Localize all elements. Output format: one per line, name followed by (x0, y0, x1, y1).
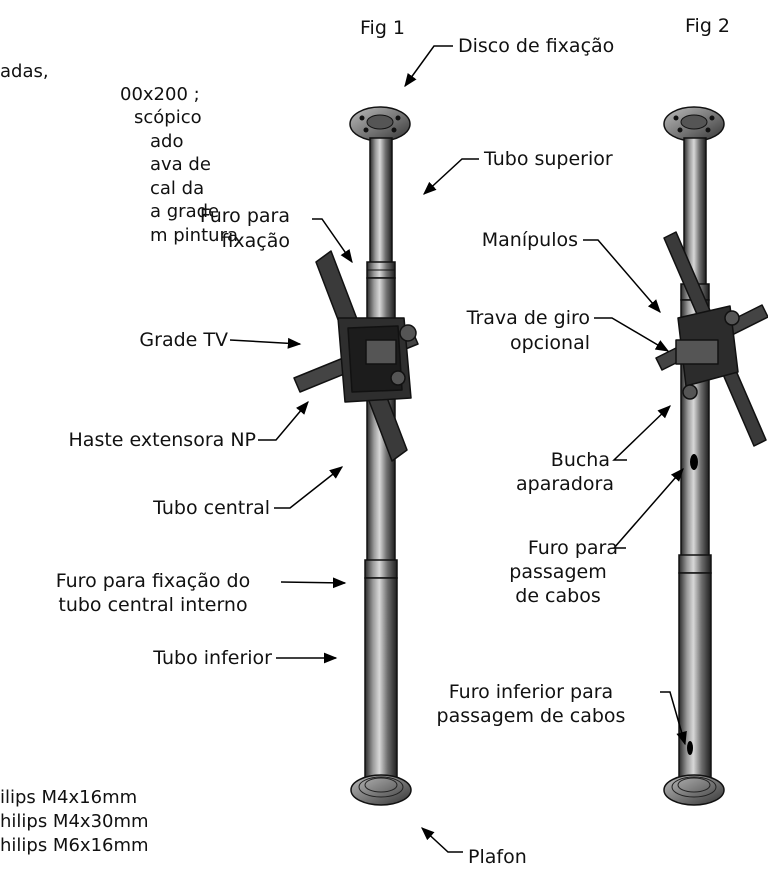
label-grade-tv: Grade TV (139, 329, 228, 351)
label-bucha-aparadora: Bucha aparadora (500, 448, 630, 496)
fragment-line: m pintura (150, 225, 238, 246)
label-tubo-central: Tubo central (153, 497, 270, 519)
label-tubo-inferior: Tubo inferior (153, 647, 272, 669)
label-passagem: passagem (509, 561, 607, 583)
upper-tube-1 (369, 137, 393, 267)
fragment-line: 00x200 ; (120, 84, 200, 105)
label-fixacao: fixação (221, 230, 290, 252)
fragment-line: a grade (150, 201, 220, 222)
fig2-title: Fig 2 (685, 15, 731, 37)
fragment-line: ado (150, 131, 184, 152)
label-bucha: Bucha (550, 449, 610, 471)
screw-line: hilips M6x16mm (0, 835, 149, 856)
lower-cable-hole-2 (687, 741, 693, 755)
label-furo-fixacao-central-line1: Furo para fixação do (55, 570, 251, 592)
fragment-line: scópico (134, 107, 202, 128)
label-haste-extensora: Haste extensora NP (68, 429, 256, 451)
tv-grid-1 (293, 250, 419, 462)
pole-1 (293, 106, 419, 806)
label-de-cabos: de cabos (515, 585, 601, 607)
label-disco-fixacao: Disco de fixação (458, 35, 615, 57)
lower-tube-1 (364, 577, 398, 784)
label-furo-inferior: Furo inferior para passagem de cabos (406, 680, 656, 728)
label-opcional: opcional (510, 332, 590, 354)
fig1-title: Fig 1 (360, 17, 406, 39)
label-aparadora: aparadora (516, 473, 614, 495)
fragment-line: cal da (150, 178, 205, 199)
label-furo-para: Furo para (199, 205, 290, 227)
label-plafon: Plafon (468, 846, 527, 868)
leader-lines (229, 45, 687, 853)
pole-2 (655, 106, 768, 806)
label-tubo-superior: Tubo superior (484, 148, 613, 170)
screw-line: ilips M4x16mm (0, 787, 138, 808)
tv-grid-2 (655, 231, 768, 447)
label-furo-fixacao-central-line2: tubo central interno (58, 594, 248, 616)
label-trava-giro: Trava de giro (466, 307, 590, 329)
label-furo-inferior-line2: passagem de cabos (436, 705, 626, 727)
lower-tube-2 (678, 572, 712, 784)
label-furo-inferior-line1: Furo inferior para (448, 681, 614, 703)
cable-hole-2 (690, 454, 698, 470)
label-furo-fixacao-central: Furo para fixação do tubo central intern… (22, 569, 284, 617)
label-furo-passagem: Furo para passagem de cabos (488, 536, 628, 608)
fragment-line: adas, (0, 61, 49, 82)
fragment-line: ava de (150, 154, 211, 175)
label-manipulos: Manípulos (481, 229, 578, 251)
screw-line: hilips M4x30mm (0, 811, 149, 832)
label-furo-para-2: Furo para (527, 537, 618, 559)
